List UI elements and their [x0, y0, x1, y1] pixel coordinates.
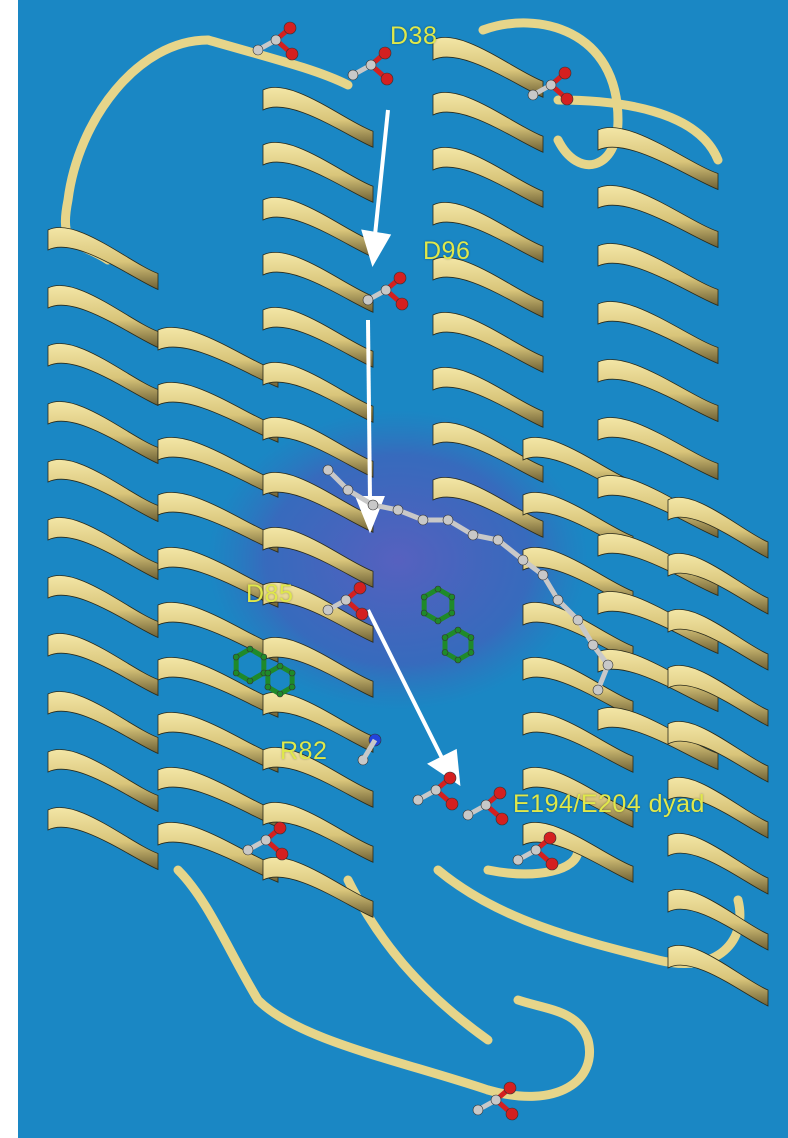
atom — [289, 684, 295, 690]
atom — [368, 500, 378, 510]
atom — [573, 615, 583, 625]
atom — [561, 93, 573, 105]
atom — [528, 90, 538, 100]
protein-structure-figure: D38 D96 D85 R82 E194/E204 dyad — [18, 0, 788, 1138]
atom — [289, 670, 295, 676]
atom — [468, 650, 474, 656]
residue-label-r82: R82 — [280, 737, 327, 766]
atom — [247, 646, 253, 652]
residue-label-d85: D85 — [246, 580, 293, 609]
atom — [442, 635, 448, 641]
atom — [473, 1105, 483, 1115]
atom — [421, 610, 427, 616]
atom — [443, 515, 453, 525]
atom — [323, 465, 333, 475]
atom — [253, 45, 263, 55]
atom — [274, 822, 286, 834]
atom — [506, 1108, 518, 1120]
atom — [491, 1095, 501, 1105]
residue-label-d38: D38 — [390, 22, 437, 51]
atom — [265, 670, 271, 676]
atom — [341, 595, 351, 605]
atom — [284, 22, 296, 34]
atom — [366, 60, 376, 70]
atom — [431, 785, 441, 795]
atom — [348, 70, 358, 80]
atom — [468, 530, 478, 540]
atom — [468, 635, 474, 641]
atom — [435, 586, 441, 592]
ribbon-rendering — [18, 0, 788, 1138]
atom — [504, 1082, 516, 1094]
atom — [593, 685, 603, 695]
atom — [435, 618, 441, 624]
atom — [343, 485, 353, 495]
residue-label-e194-e204-dyad: E194/E204 dyad — [513, 790, 705, 819]
atom — [546, 80, 556, 90]
atom — [603, 660, 613, 670]
atom — [449, 594, 455, 600]
atom — [449, 610, 455, 616]
atom — [277, 663, 283, 669]
atom — [418, 515, 428, 525]
atom — [356, 608, 368, 620]
atom — [513, 855, 523, 865]
atom — [481, 800, 491, 810]
atom — [455, 627, 461, 633]
atom — [276, 848, 288, 860]
atom — [442, 650, 448, 656]
atom — [396, 298, 408, 310]
atom — [531, 845, 541, 855]
atom — [271, 35, 281, 45]
atom — [553, 595, 563, 605]
residue-label-d96: D96 — [423, 237, 470, 266]
atom — [546, 858, 558, 870]
atom — [559, 67, 571, 79]
atom — [494, 787, 506, 799]
atom — [363, 295, 373, 305]
atom — [455, 657, 461, 663]
atom — [277, 691, 283, 697]
atom — [413, 795, 423, 805]
atom — [261, 654, 267, 660]
atom — [265, 684, 271, 690]
atom — [393, 505, 403, 515]
atom — [588, 640, 598, 650]
atom — [518, 555, 528, 565]
atom — [544, 832, 556, 844]
atom — [444, 772, 456, 784]
atom — [496, 813, 508, 825]
atom — [247, 678, 253, 684]
atom — [286, 48, 298, 60]
atom — [354, 582, 366, 594]
atom — [394, 272, 406, 284]
atom — [233, 654, 239, 660]
atom — [381, 285, 391, 295]
atom — [538, 570, 548, 580]
atom — [421, 594, 427, 600]
atom — [243, 845, 253, 855]
atom — [463, 810, 473, 820]
atom — [381, 73, 393, 85]
atom — [446, 798, 458, 810]
atom — [323, 605, 333, 615]
atom — [493, 535, 503, 545]
atom — [233, 670, 239, 676]
atom — [261, 835, 271, 845]
